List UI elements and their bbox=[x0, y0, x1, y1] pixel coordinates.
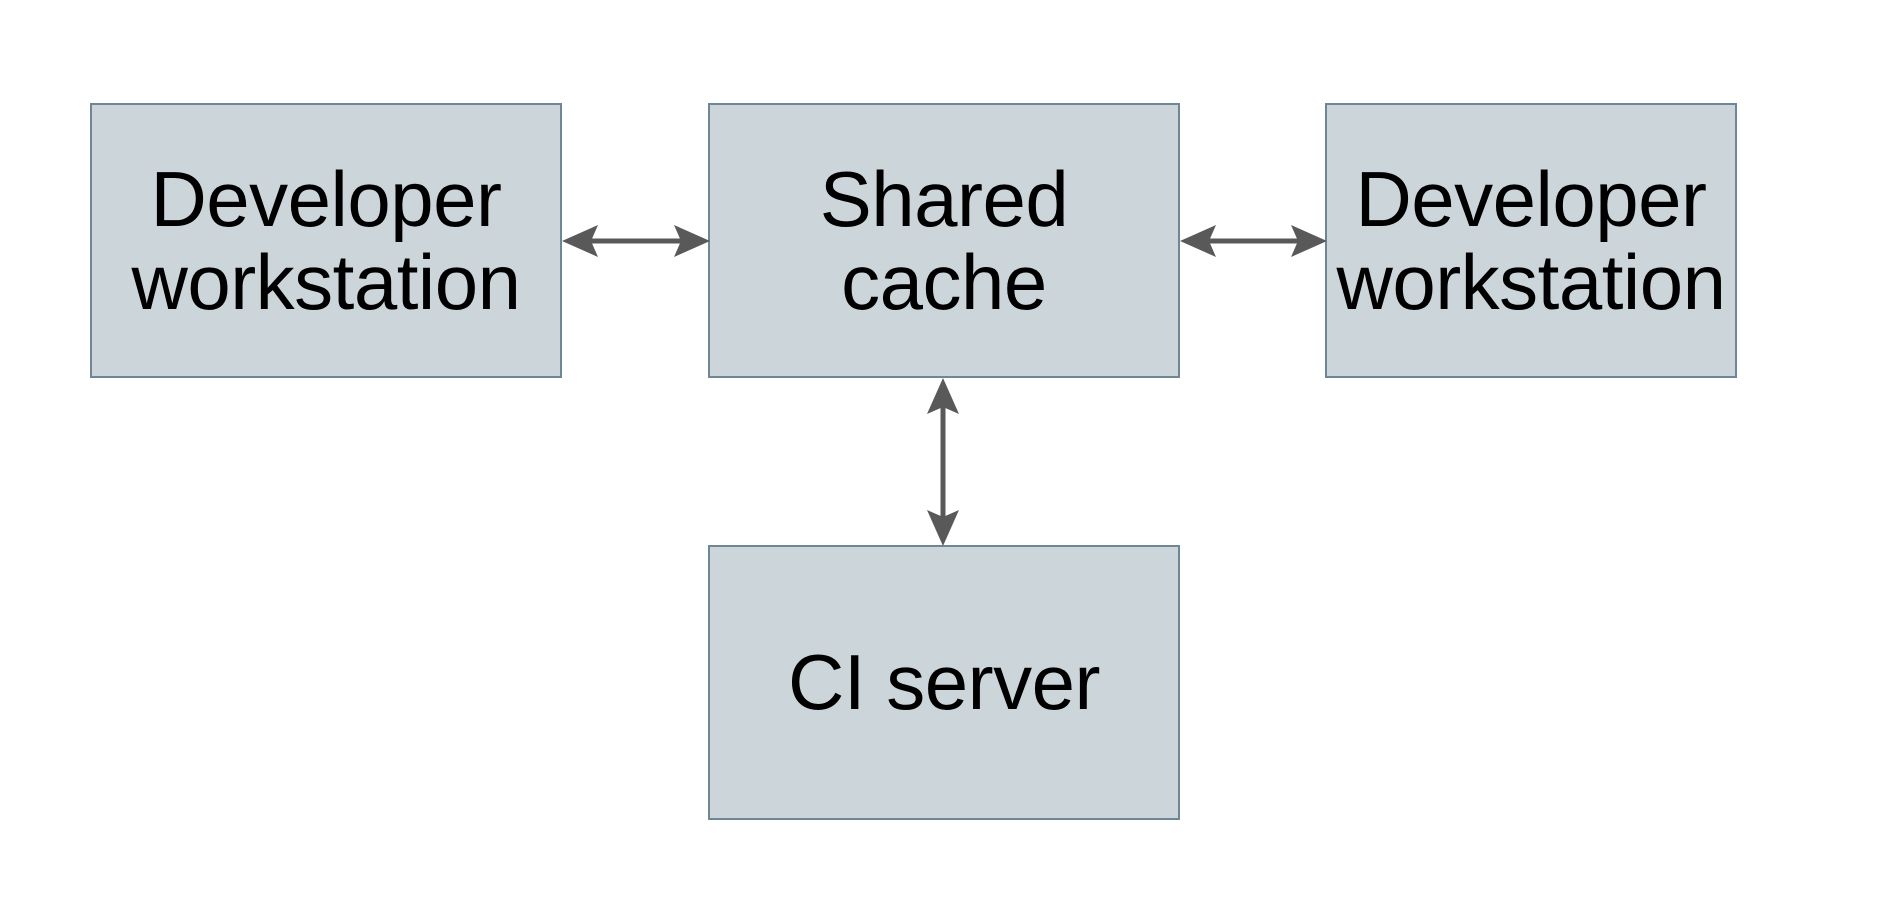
node-label: Developer workstation bbox=[1336, 154, 1727, 326]
node-label: CI server bbox=[788, 638, 1100, 727]
edge-shared-cache-to-ci-server[interactable] bbox=[907, 376, 979, 548]
node-label: Shared cache bbox=[819, 154, 1069, 326]
node-developer-workstation-right[interactable]: Developer workstation bbox=[1325, 103, 1737, 378]
node-shared-cache[interactable]: Shared cache bbox=[708, 103, 1180, 378]
double-arrow-icon bbox=[927, 378, 959, 546]
node-developer-workstation-left[interactable]: Developer workstation bbox=[90, 103, 562, 378]
node-ci-server[interactable]: CI server bbox=[708, 545, 1180, 820]
double-arrow-icon bbox=[562, 225, 710, 257]
node-label: Developer workstation bbox=[131, 154, 522, 326]
double-arrow-icon bbox=[1180, 225, 1327, 257]
edge-shared-cache-to-developer-workstation-right[interactable] bbox=[1178, 205, 1329, 277]
edge-developer-workstation-left-to-shared-cache[interactable] bbox=[560, 205, 712, 277]
